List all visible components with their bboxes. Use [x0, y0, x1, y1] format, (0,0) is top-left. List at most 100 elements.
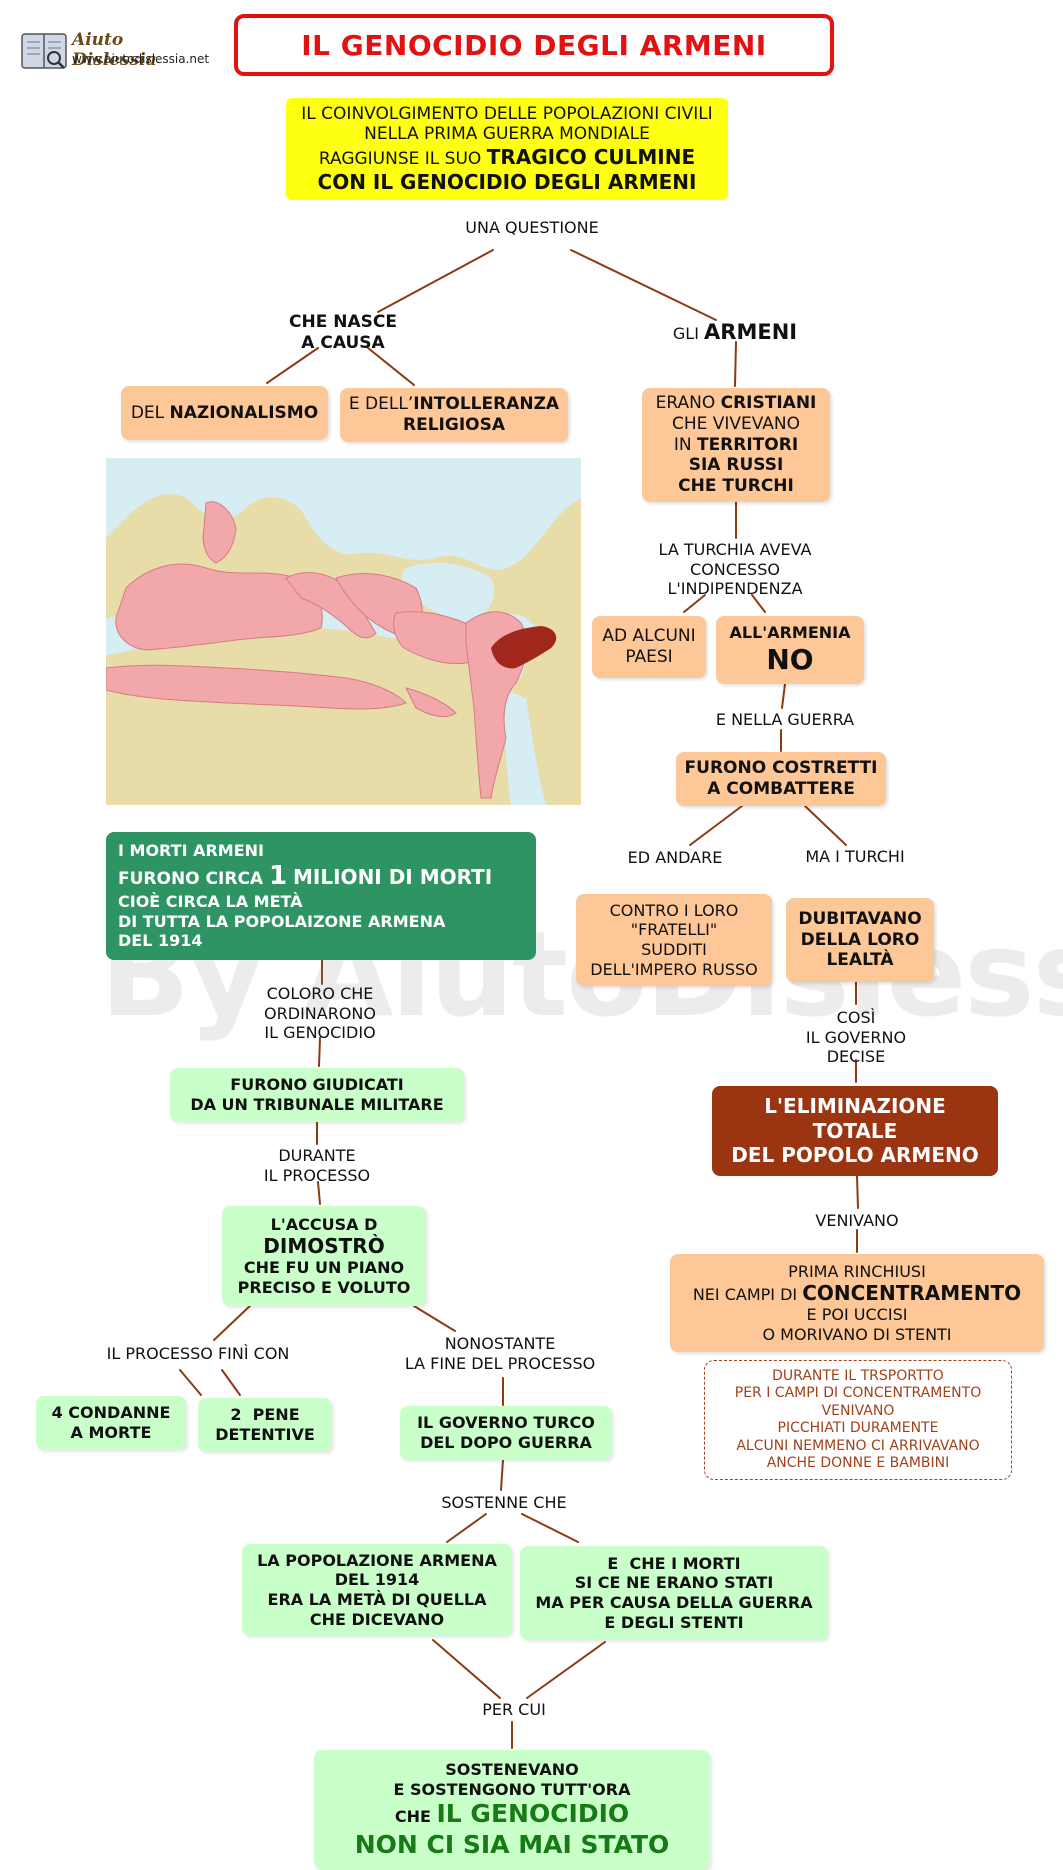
cristiani-line-4: SIA RUSSI [689, 455, 784, 476]
box-contro-fratelli: CONTRO I LORO "FRATELLI" SUDDITI DELL'IM… [576, 894, 772, 986]
coloro-line-1: COLORO CHE [266, 984, 374, 1003]
popolazione-line-3: ERA LA METÀ DI QUELLA [267, 1590, 487, 1609]
box-costretti: FURONO COSTRETTI A COMBATTERE [676, 752, 886, 806]
box-ad-alcuni-paesi: AD ALCUNI PAESI [592, 616, 706, 678]
label-una-questione: UNA QUESTIONE [465, 218, 599, 237]
dubitavano-line-3: LEALTÀ [826, 950, 894, 971]
trasporto-line-3: VENIVANO [821, 1402, 895, 1419]
label-coloro: COLORO CHE ORDINARONO IL GENOCIDIO [240, 984, 400, 1043]
label-venivano: VENIVANO [815, 1211, 899, 1230]
cosi-line-2: IL GOVERNO [805, 1027, 907, 1047]
aiutodislessia-logo[interactable]: Aiuto Dislessia www.aiutodislessia.net [20, 28, 209, 74]
eliminazione-line-1: L'ELIMINAZIONE [764, 1094, 946, 1119]
popolazione-line-2: DEL 1914 [334, 1570, 420, 1590]
note-trasporto: DURANTE IL TRSPORTTO PER I CAMPI DI CONC… [704, 1360, 1012, 1480]
box-armenia-no: ALL'ARMENIA NO [716, 616, 864, 684]
morti-milioni: MILIONI DI MORTI [293, 864, 493, 889]
morti-line-1: I MORTI ARMENI [118, 841, 264, 861]
intro-line-4: CON IL GENOCIDIO DEGLI ARMENI [318, 170, 697, 195]
box-governo-turco: IL GOVERNO TURCO DEL DOPO GUERRA [400, 1406, 612, 1460]
costretti-line-1: FURONO COSTRETTI [684, 758, 878, 779]
popolazione-line-4: CHE DICEVANO [309, 1609, 445, 1629]
cristiani-line-2: CHE VIVEVANO [671, 413, 801, 434]
box-nazionalismo: DEL NAZIONALISMO [121, 386, 328, 440]
nazionalismo-text: DEL NAZIONALISMO [131, 403, 318, 424]
morti-l2-normal: FURONO CIRCA [118, 868, 264, 889]
morti-line-2: FURONO CIRCA 1 MILIONI DI MORTI [118, 861, 492, 893]
box-morti-armeni: I MORTI ARMENI FURONO CIRCA 1 MILIONI DI… [106, 832, 536, 960]
label-cosi-governo: COSÌ IL GOVERNO DECISE [770, 1008, 942, 1067]
intro-line-2: NELLA PRIMA GUERRA MONDIALE [364, 124, 650, 145]
turchia-line-1: LA TURCHIA AVEVA [658, 540, 812, 559]
cristiani-l5-bold: CHE TURCHI [678, 476, 794, 497]
label-ma-i-turchi: MA I TURCHI [805, 847, 905, 866]
label-gli-armeni: GLI ARMENI [640, 320, 830, 346]
logo-title: Aiuto Dislessia [72, 30, 157, 70]
intro-box: IL COINVOLGIMENTO DELLE POPOLAZIONI CIVI… [286, 98, 728, 200]
accusa-dimostro: DIMOSTRÒ [263, 1234, 385, 1259]
box-accusa: L'ACCUSA D DIMOSTRÒ CHE FU UN PIANO PREC… [222, 1206, 426, 1306]
dubitavano-line-1: DUBITAVANO [798, 908, 922, 929]
fratelli-line-2: "FRATELLI" [630, 920, 718, 940]
intro-genocidio: CON IL GENOCIDIO DEGLI ARMENI [317, 169, 697, 194]
giudicati-line-1: FURONO GIUDICATI [230, 1075, 404, 1095]
coloro-line-2: ORDINARONO [264, 1003, 376, 1023]
gli-text: GLI [672, 324, 699, 343]
trasporto-line-1: DURANTE IL TRSPORTTO [772, 1367, 944, 1384]
durante-line-1: DURANTE [278, 1146, 356, 1165]
cristiani-l3-normal: IN [673, 434, 692, 455]
nonostante-line-1: NONOSTANTE [444, 1334, 556, 1353]
cristiani-l1-normal: ERANO [655, 393, 716, 414]
che-nasce-line-1: CHE NASCE [289, 312, 397, 332]
durante-line-2: IL PROCESSO [263, 1165, 371, 1185]
intolleranza-line-1: E DELL’INTOLLERANZA [349, 394, 559, 415]
morti-line-4: DI TUTTA LA POPOLAIZONE ARMENA [118, 911, 446, 931]
conclusione-line-3: CHE IL GENOCIDIO [395, 1799, 629, 1830]
label-turchia-concesso: LA TURCHIA AVEVA CONCESSO L'INDIPENDENZA [640, 540, 830, 599]
condanne-line-2: A MORTE [70, 1423, 152, 1442]
cristiani-l1-bold: CRISTIANI [720, 393, 817, 414]
intolleranza-bold-1: INTOLLERANZA [413, 394, 560, 415]
intolleranza-normal: E DELL’ [348, 394, 414, 415]
conclusione-line-4: NON CI SIA MAI STATO [354, 1829, 670, 1859]
book-logo-icon [21, 33, 67, 69]
concentramento-line-2: NEI CAMPI DI CONCENTRAMENTO [693, 1281, 1021, 1305]
box-conclusione: SOSTENEVANO E SOSTENGONO TUTT'ORA CHE IL… [314, 1750, 710, 1870]
nonostante-line-2: LA FINE DEL PROCESSO [404, 1353, 596, 1373]
governo-line-1: IL GOVERNO TURCO [417, 1413, 595, 1433]
morti-line-3: CIOÈ CIRCA LA METÀ [118, 892, 303, 912]
cristiani-line-1: ERANO CRISTIANI [656, 393, 817, 414]
box-dubitavano: DUBITAVANO DELLA LORO LEALTÀ [786, 898, 934, 982]
fratelli-line-4: DELL'IMPERO RUSSO [590, 959, 758, 979]
concentramento-line-4: O MORIVANO DI STENTI [762, 1324, 952, 1344]
page-title: IL GENOCIDIO DEGLI ARMENI [234, 14, 834, 76]
cristiani-l4-bold: SIA RUSSI [688, 455, 784, 476]
nazionalismo-bold: NAZIONALISMO [169, 402, 319, 423]
cosi-line-3: DECISE [826, 1047, 886, 1067]
stenti-line-4: E DEGLI STENTI [604, 1612, 744, 1632]
trasporto-line-4: PICCHIATI DURAMENTE [777, 1420, 939, 1436]
label-nonostante: NONOSTANTE LA FINE DEL PROCESSO [380, 1334, 620, 1373]
trasporto-line-5: ALCUNI NEMMENO CI ARRIVAVANO [736, 1437, 980, 1454]
che-nasce-line-2: A CAUSA [301, 332, 385, 353]
ad-alcuni-line-1: AD ALCUNI [602, 626, 696, 647]
turchia-line-3: L'INDIPENDENZA [667, 579, 803, 599]
intro-line-3: RAGGIUNSE IL SUO TRAGICO CULMINE [319, 145, 695, 170]
label-processo-fini: IL PROCESSO FINÌ CON [106, 1344, 290, 1363]
concentramento-line-1: PRIMA RINCHIUSI [788, 1261, 926, 1281]
accusa-line-3: CHE FU UN PIANO [243, 1258, 405, 1278]
armenia-line-1: ALL'ARMENIA [729, 623, 851, 643]
morti-line-5: DEL 1914 [118, 931, 203, 951]
cristiani-l3-bold: TERRITORI [696, 434, 799, 455]
box-morti-stenti: E CHE I MORTI SI CE NE ERANO STATI MA PE… [520, 1546, 828, 1640]
cristiani-line-5: CHE TURCHI [678, 476, 794, 497]
condanne-line-1: 4 CONDANNE [51, 1403, 171, 1423]
box-pene: 2 PENE DETENTIVE [198, 1398, 332, 1452]
eliminazione-line-2: TOTALE [812, 1118, 898, 1143]
accusa-line-1: L'ACCUSA D [270, 1214, 378, 1234]
cristiani-line-3: IN TERRITORI [674, 435, 798, 456]
fratelli-line-3: SUDDITI [641, 940, 707, 959]
nazionalismo-normal: DEL [130, 402, 165, 423]
